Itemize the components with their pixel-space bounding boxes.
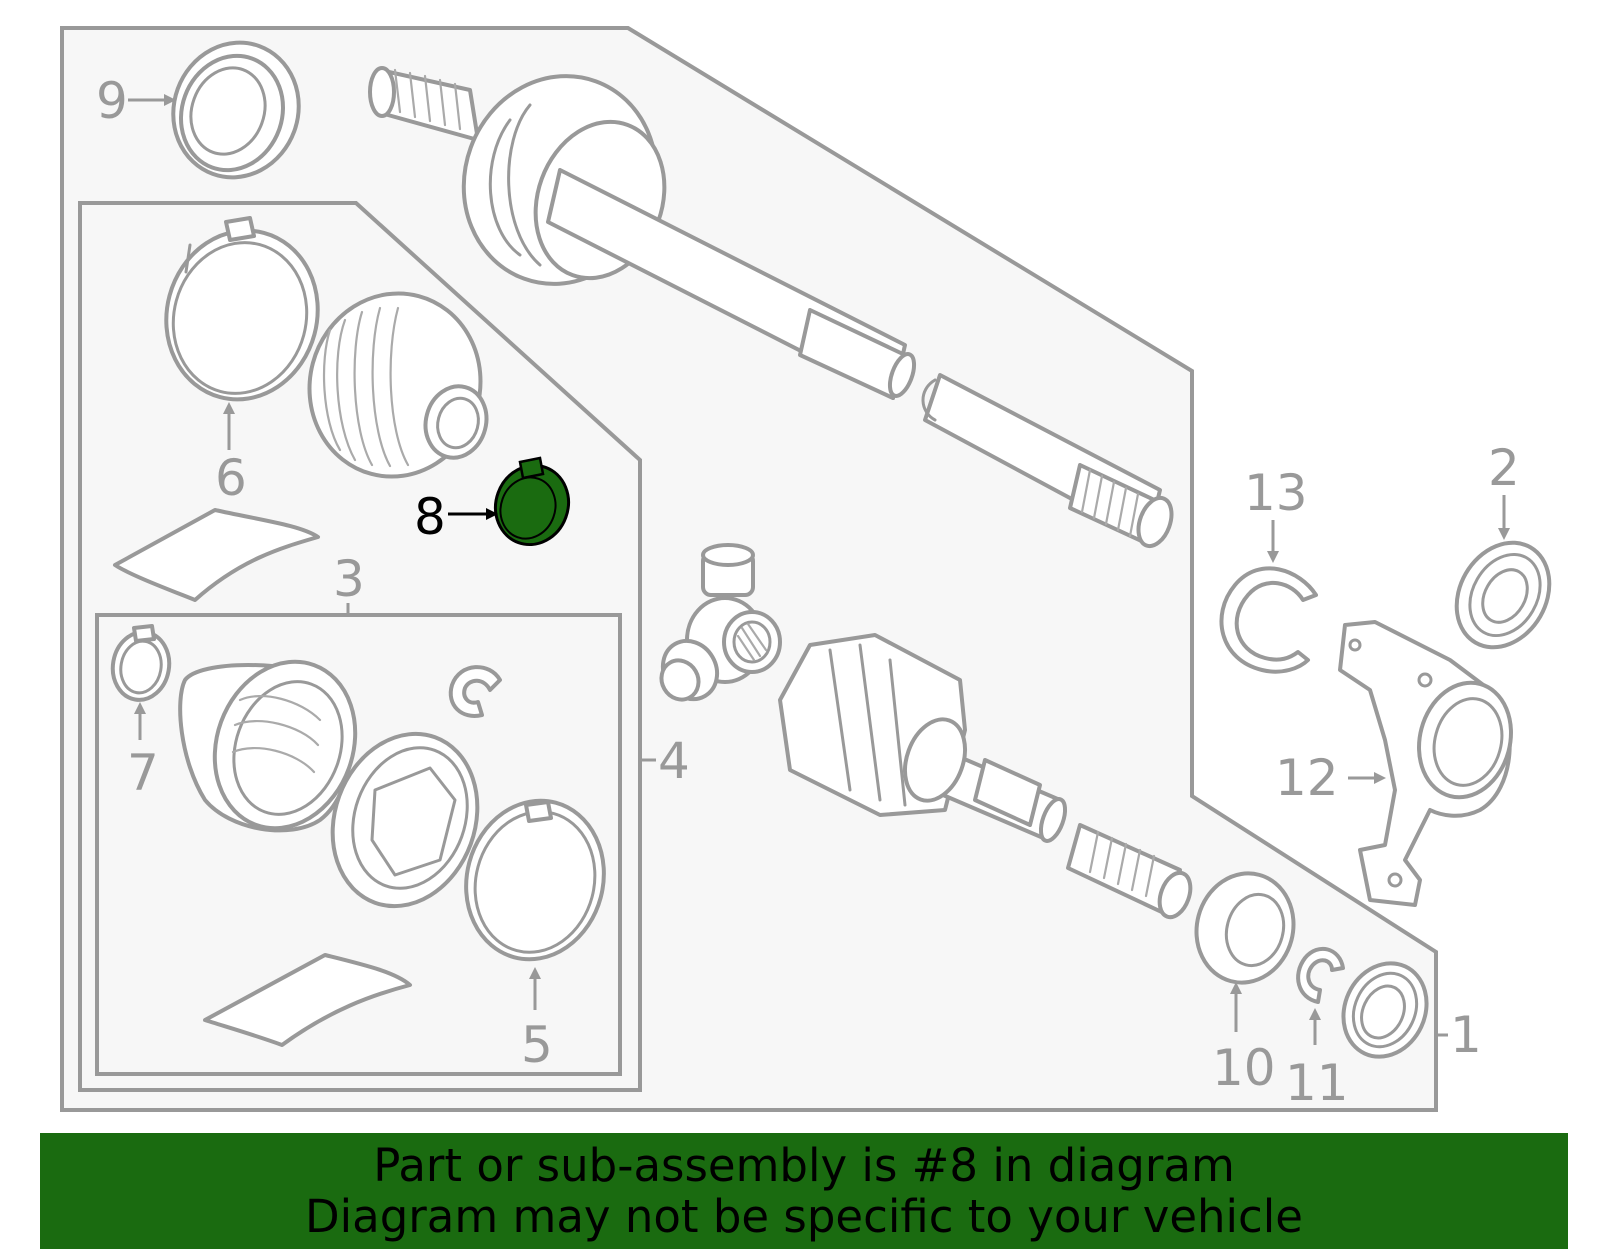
leader-lines [128,94,1510,1045]
part-13-retaining-ring [1219,566,1318,674]
callout-1: 1 [1450,1006,1482,1064]
tripod-joint [659,543,782,702]
callout-11: 11 [1285,1054,1349,1112]
inner-joint-housing [330,731,480,909]
callout-3: 3 [333,550,365,608]
callout-6: 6 [215,449,247,507]
info-banner: Part or sub-assembly is #8 in diagram Di… [40,1133,1568,1249]
part-6-clamp-ring [164,216,320,402]
callout-10: 10 [1212,1039,1276,1097]
part-8-highlighted-clamp [494,456,570,547]
callout-5: 5 [521,1016,553,1074]
part-7-small-clamp [110,624,172,702]
outer-shaft-assembly [368,66,1174,549]
part-11-snap-ring [1296,946,1345,1004]
boot-bellows [307,291,489,479]
part-9-seal [171,40,301,180]
callout-7: 7 [127,744,159,802]
part-5-clamp-ring [464,798,606,962]
callout-4: 4 [658,732,690,790]
banner-line-1: Part or sub-assembly is #8 in diagram [373,1139,1235,1192]
part-1-seal [1341,961,1429,1059]
banner-line-2: Diagram may not be specific to your vehi… [305,1190,1303,1243]
callout-13: 13 [1244,464,1308,522]
callout-8: 8 [414,488,446,546]
snap-ring-small [448,665,502,718]
grease-packet-1 [113,508,320,602]
callout-2: 2 [1488,439,1520,497]
inner-shaft-housing [778,633,1193,920]
parts-diagram: 9 6 3 7 4 5 8 10 11 1 2 13 12 [60,26,1552,1112]
part-10-seal [1194,871,1296,985]
part-2-seal [1454,540,1552,650]
part-12-bearing-bracket [1338,620,1513,907]
callout-12: 12 [1275,749,1339,807]
callout-9: 9 [96,72,128,130]
inner-boot [178,659,358,833]
grease-packet-2 [203,953,412,1047]
